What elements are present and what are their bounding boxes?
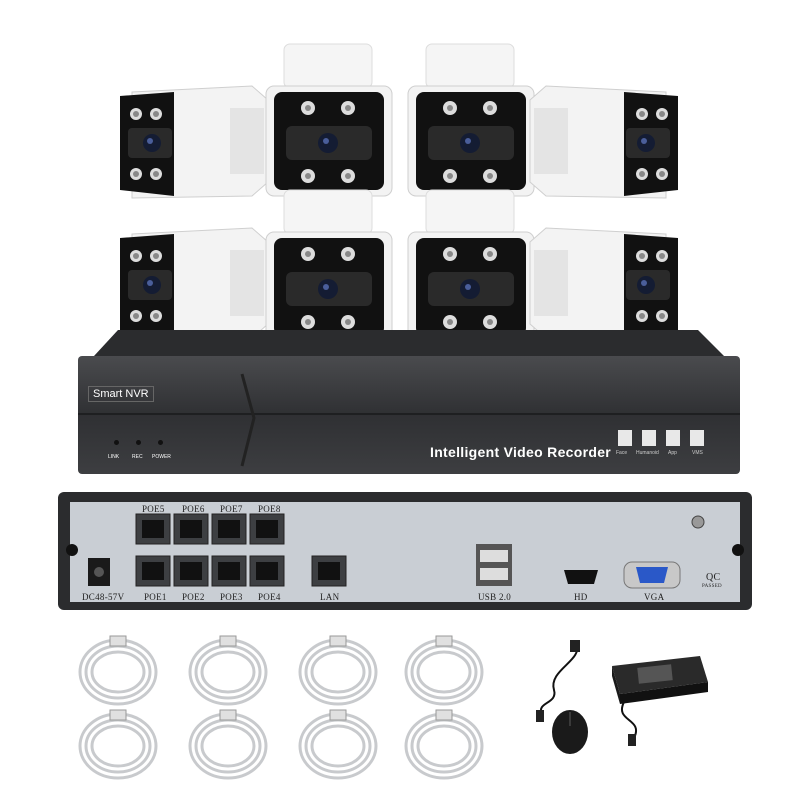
ethernet-cable-7 (294, 706, 382, 786)
camera-8 (526, 220, 686, 346)
led-label-link: LINK (108, 454, 120, 460)
dc-label: DC48-57V (82, 592, 125, 602)
camera-4 (526, 78, 686, 204)
feature-label-face: Face (616, 450, 628, 456)
led-rec (136, 440, 141, 445)
vga-label: VGA (644, 592, 665, 602)
qc-label: QC (706, 572, 721, 583)
brand-label: Smart NVR (88, 386, 154, 402)
ethernet-cable-8 (400, 706, 488, 786)
led-power (158, 440, 163, 445)
nvr-front-panel: Smart NVR Intelligent Video Recorder LIN… (78, 330, 740, 478)
led-label-rec: REC (132, 454, 143, 460)
ethernet-cable-2 (184, 632, 272, 712)
front-title: Intelligent Video Recorder (430, 444, 612, 460)
camera-7 (404, 186, 538, 346)
led-link (114, 440, 119, 445)
poe7-label: POE7 (220, 504, 243, 514)
usb-label: USB 2.0 (478, 592, 512, 602)
camera-1 (112, 78, 272, 204)
ethernet-cable-1 (74, 632, 162, 712)
poe5-label: POE5 (142, 504, 165, 514)
qc-sub-label: PASSED (702, 584, 722, 589)
camera-2 (262, 40, 396, 200)
camera-6 (262, 186, 396, 346)
lan-label: LAN (320, 592, 340, 602)
led-label-power: POWER (152, 454, 171, 460)
camera-5 (112, 220, 272, 346)
hd-label: HD (574, 592, 588, 602)
poe1-label: POE1 (144, 592, 167, 602)
power-adapter (604, 652, 712, 748)
feature-label-app: App (668, 450, 677, 456)
camera-3 (404, 40, 538, 200)
ethernet-cable-6 (184, 706, 272, 786)
poe4-label: POE4 (258, 592, 281, 602)
poe2-label: POE2 (182, 592, 205, 602)
poe6-label: POE6 (182, 504, 205, 514)
ethernet-cable-3 (294, 632, 382, 712)
poe8-label: POE8 (258, 504, 281, 514)
usb-mouse (524, 640, 604, 756)
feature-label-humanoid: Humanoid (636, 450, 659, 456)
nvr-back-panel: POE5 POE6 POE7 POE8 POE1 POE2 POE3 POE4 … (58, 492, 752, 610)
feature-label-vms: VMS (692, 450, 703, 456)
ethernet-cable-4 (400, 632, 488, 712)
ethernet-cable-5 (74, 706, 162, 786)
poe3-label: POE3 (220, 592, 243, 602)
